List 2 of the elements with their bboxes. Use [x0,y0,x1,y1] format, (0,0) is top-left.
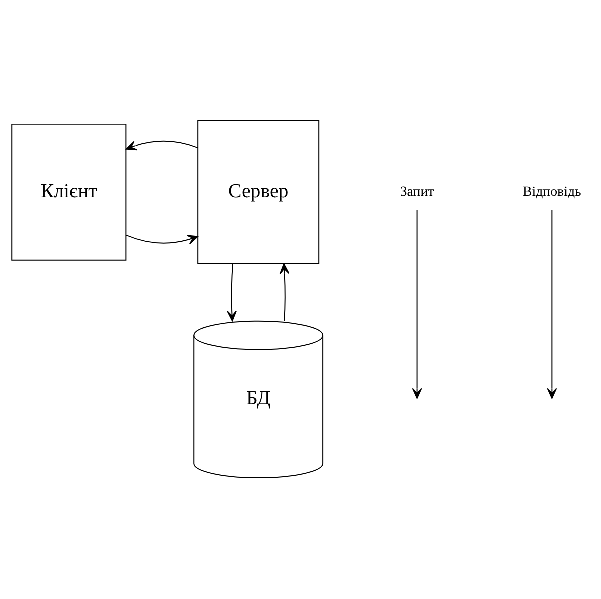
node-text: Відповідь [523,185,582,200]
node-text: Запит [400,185,434,200]
